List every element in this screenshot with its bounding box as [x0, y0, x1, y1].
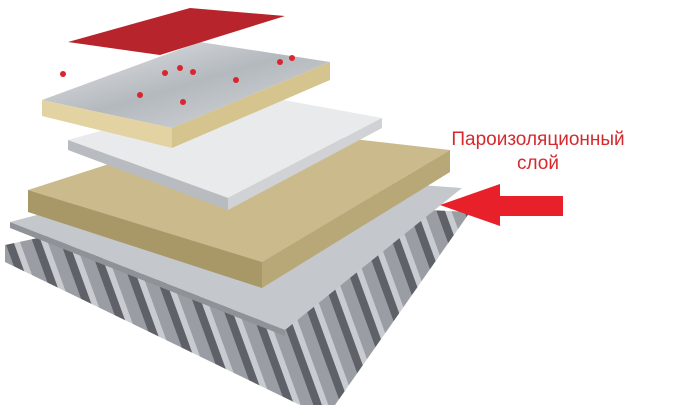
vapor-barrier-label-line1: Пароизоляционный	[451, 129, 625, 150]
vapor-barrier-label-line2: слой	[517, 153, 559, 174]
arrow-icon	[440, 184, 563, 226]
foil-insulation-board	[42, 42, 330, 148]
roof-membrane	[68, 8, 285, 55]
